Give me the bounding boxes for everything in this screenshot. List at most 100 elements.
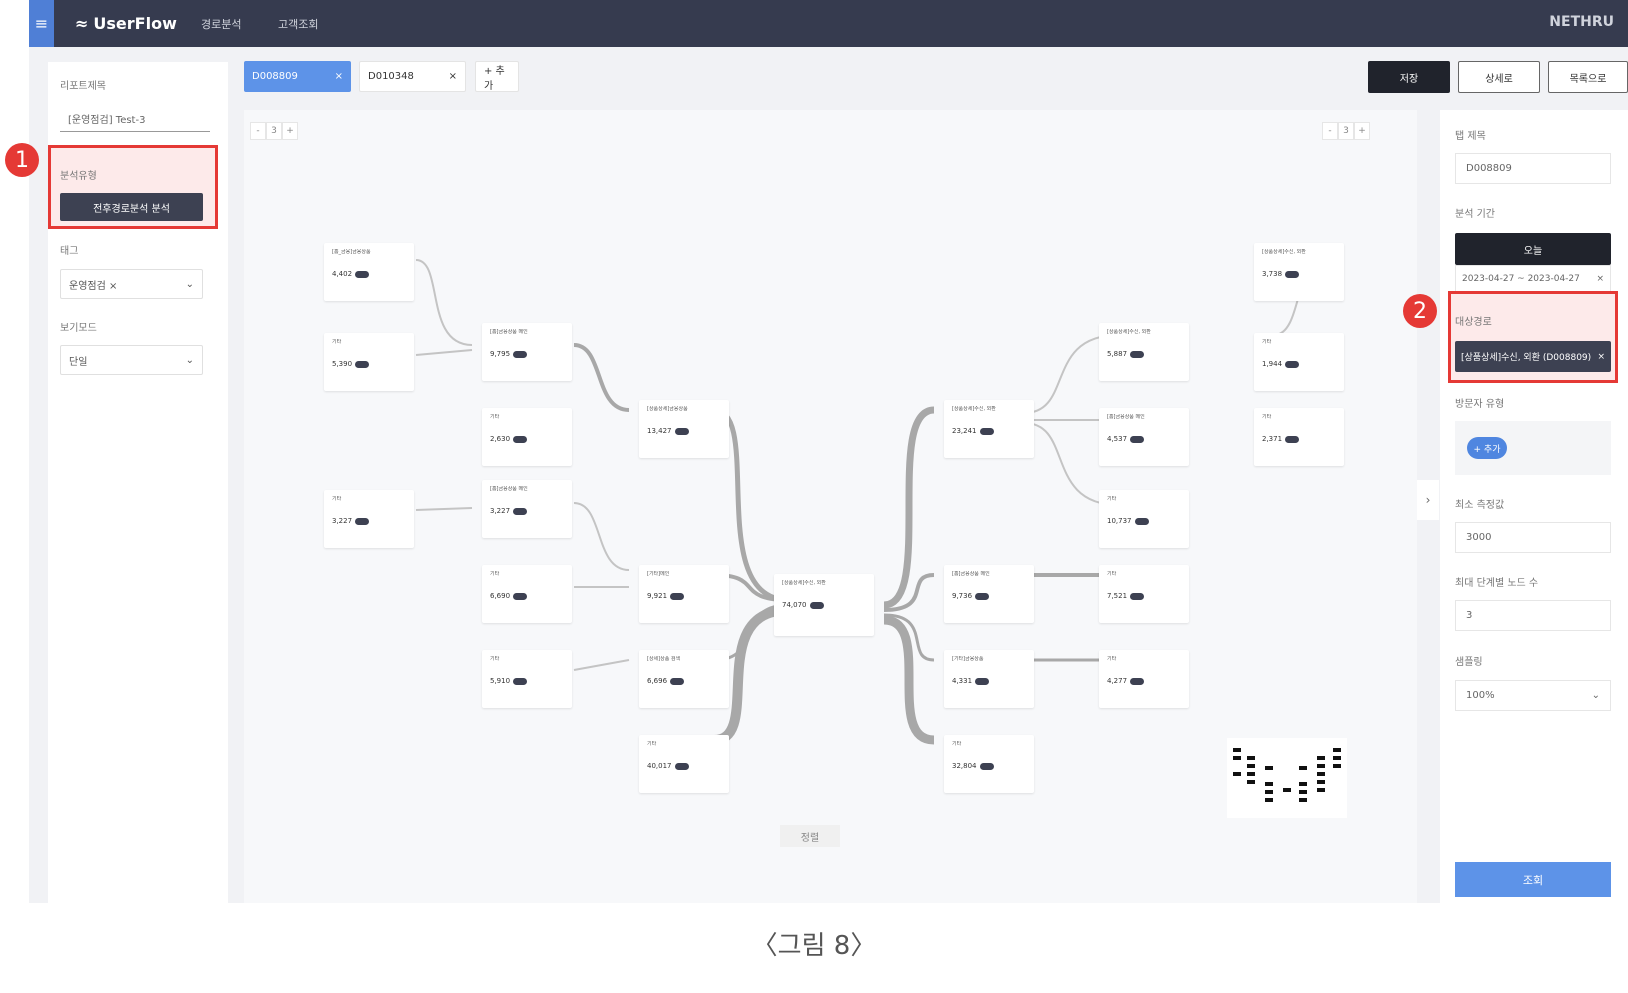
center-node[interactable]: [상품상세]수신, 외환 74,070 (774, 574, 874, 636)
node-value: 4,331 (952, 677, 973, 685)
tag-chip[interactable]: 운영점검 × (69, 277, 117, 292)
node-title: 기타 (490, 656, 500, 662)
node-value: 3,227 (332, 517, 353, 525)
node-value: 6,696 (647, 677, 668, 685)
node-value: 5,887 (1107, 350, 1128, 358)
node-share-badge (975, 592, 990, 600)
node-title: 기타 (1107, 571, 1117, 577)
chevron-down-icon: ⌄ (1591, 690, 1600, 701)
node-title: [홈_금융]금융상품 (332, 249, 371, 255)
add-tab-button[interactable]: + 추가 (475, 61, 519, 92)
left-zoom-control[interactable]: -3+ (250, 122, 298, 140)
figure-caption: 〈그림 8〉 (751, 931, 877, 961)
flow-node[interactable]: 기타 5,390 (324, 333, 414, 391)
save-button[interactable]: 저장 (1368, 61, 1450, 93)
tab-d008809[interactable]: D008809× (244, 61, 351, 92)
remove-path-icon[interactable]: × (1597, 351, 1605, 362)
node-share-badge (1130, 677, 1145, 685)
flow-link (573, 659, 630, 671)
tag-select[interactable]: 운영점검 × ⌄ (60, 269, 203, 299)
flow-node[interactable]: 기타 1,944 (1254, 333, 1344, 391)
nav-customer-lookup[interactable]: 고객조회 (278, 18, 319, 31)
tab-d010348[interactable]: D010348× (359, 61, 466, 92)
node-value: 2,630 (490, 435, 511, 443)
node-value: 3,738 (1262, 270, 1283, 278)
node-title: [상품상세]수신, 외환 (1107, 329, 1151, 335)
remove-tag-icon[interactable]: × (109, 280, 118, 292)
zoom-in-button[interactable]: + (282, 122, 298, 140)
node-share-badge (355, 270, 370, 278)
node-share-badge (1285, 270, 1300, 278)
add-visitor-type-button[interactable]: + 추가 (1467, 437, 1507, 459)
flow-node[interactable]: 기타 40,017 (639, 735, 729, 793)
close-icon[interactable]: × (334, 71, 343, 82)
view-mode-label: 보기모드 (60, 323, 97, 334)
node-value: 1,944 (1262, 360, 1283, 368)
flow-node[interactable]: [상세]상품 검색 6,696 (639, 650, 729, 708)
right-zoom-control[interactable]: -3+ (1322, 122, 1370, 140)
flow-link (713, 605, 790, 745)
node-value: 5,390 (332, 360, 353, 368)
flow-node[interactable]: [홈]금융상품 메인 9,736 (944, 565, 1034, 623)
nav-path-analysis[interactable]: 경로분석 (201, 18, 242, 31)
tab-title-input[interactable]: D008809 (1455, 153, 1611, 184)
flow-node[interactable]: 기타 2,371 (1254, 408, 1344, 466)
date-range-input[interactable]: 2023-04-27 ~ 2023-04-27× (1455, 265, 1611, 293)
zoom-in-button[interactable]: + (1354, 122, 1370, 140)
flow-node[interactable]: 기타 5,910 (482, 650, 572, 708)
flow-node[interactable]: [상품상세]수신, 외환 23,241 (944, 400, 1034, 458)
node-value: 13,427 (647, 427, 672, 435)
collapse-panel-button[interactable]: › (1417, 480, 1439, 520)
list-button[interactable]: 목록으로 (1548, 61, 1628, 93)
clear-icon[interactable]: × (1596, 274, 1604, 284)
zoom-out-button[interactable]: - (1322, 122, 1338, 140)
report-title-input[interactable]: [운영점검] Test-3 (60, 102, 210, 132)
flow-node[interactable]: 기타 4,277 (1099, 650, 1189, 708)
view-mode-select[interactable]: 단일 ⌄ (60, 345, 203, 375)
view-mode-value: 단일 (69, 356, 88, 368)
marker-2: 2 (1403, 294, 1437, 328)
sort-button[interactable]: 정렬 (780, 825, 840, 847)
node-value: 4,402 (332, 270, 353, 278)
zoom-out-button[interactable]: - (250, 122, 266, 140)
node-share-badge (513, 677, 528, 685)
node-share-badge (975, 677, 990, 685)
logo-text: UserFlow (93, 13, 177, 33)
min-measure-input[interactable]: 3000 (1455, 522, 1611, 553)
minimap-thumbnail (1233, 748, 1341, 802)
path-flow-graph[interactable]: -3+ -3+ [홈_금융]금융상품 4,402 기타 5,390 [홈]금융상품 … (244, 110, 1417, 903)
flow-node[interactable]: 기타 2,630 (482, 408, 572, 466)
target-path-chip[interactable]: [상품상세]수신, 외환 (D008809)× (1455, 341, 1611, 372)
flow-node[interactable]: [기타]메인 9,921 (639, 565, 729, 623)
flow-node[interactable]: [상품상세]수신, 외환 3,738 (1254, 243, 1344, 301)
flow-node[interactable]: [홈_금융]금융상품 4,402 (324, 243, 414, 301)
hamburger-menu-button[interactable]: ≡ (29, 0, 54, 47)
query-button[interactable]: 조회 (1455, 862, 1611, 897)
node-value: 23,241 (952, 427, 977, 435)
minimap[interactable] (1227, 738, 1347, 818)
flow-node[interactable]: 기타 7,521 (1099, 565, 1189, 623)
flow-node[interactable]: [홈]금융상품 메인 4,537 (1099, 408, 1189, 466)
node-share-badge (1285, 435, 1300, 443)
analysis-type-label: 분석유형 (60, 171, 97, 182)
flow-node[interactable]: [상품상세]금융상품 13,427 (639, 400, 729, 458)
node-title: [기타]메인 (647, 571, 670, 577)
flow-node[interactable]: [상품상세]수신, 외환 5,887 (1099, 323, 1189, 381)
tab-title-value: D008809 (1466, 163, 1512, 174)
flow-node[interactable]: [기타]금융상품 4,331 (944, 650, 1034, 708)
detail-button[interactable]: 상세로 (1458, 61, 1540, 93)
tab-title-label: 탭 제목 (1455, 131, 1486, 142)
close-icon[interactable]: × (448, 71, 457, 82)
flow-link (883, 406, 935, 609)
flow-node[interactable]: 기타 6,690 (482, 565, 572, 623)
analysis-type-button[interactable]: 전후경로분석 분석 (60, 193, 203, 221)
max-nodes-input[interactable]: 3 (1455, 600, 1611, 631)
flow-node[interactable]: [홈]금융상품 메인 3,227 (482, 480, 572, 538)
today-button[interactable]: 오늘 (1455, 233, 1611, 265)
flow-node[interactable]: 기타 32,804 (944, 735, 1034, 793)
flow-node[interactable]: 기타 10,737 (1099, 490, 1189, 548)
flow-node[interactable]: 기타 3,227 (324, 490, 414, 548)
flow-node[interactable]: [홈]금융상품 메인 9,795 (482, 323, 572, 381)
sampling-select[interactable]: 100%⌄ (1455, 680, 1611, 711)
flow-link (415, 349, 473, 356)
